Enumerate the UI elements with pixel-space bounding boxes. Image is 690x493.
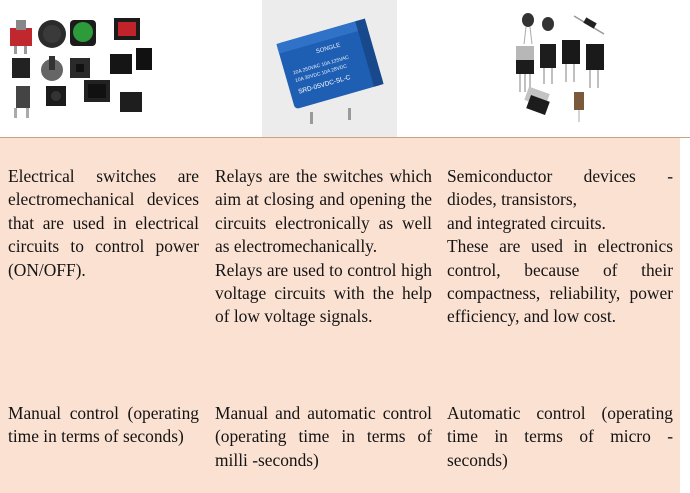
semiconductors-control: Automatic control (operating time in ter…: [447, 402, 673, 472]
semiconductors-description: Semiconductor devices - diodes, transist…: [447, 165, 673, 329]
switches-control: Manual control (operating time in terms …: [8, 402, 199, 449]
comparison-table: Electrical switches are electromechanica…: [0, 138, 680, 493]
semiconductors-description-text-3: These are used in electronics control, b…: [447, 236, 673, 327]
switches-description: Electrical switches are electromechanica…: [8, 165, 199, 282]
semiconductor-devices-photo: [508, 0, 614, 137]
relays-control: Manual and automatic control (operating …: [215, 402, 432, 472]
relay-photo: SONGLE 10A 250VAC 10A 125VAC 10A 30VDC 1…: [262, 0, 397, 137]
switches-control-text: Manual control (operating time in terms …: [8, 403, 199, 447]
switches-column: Electrical switches are electromechanica…: [8, 138, 199, 493]
relays-column: Relays are the switches which aim at clo…: [215, 138, 432, 493]
relays-description: Relays are the switches which aim at clo…: [215, 165, 432, 329]
relays-control-text: Manual and automatic control (operating …: [215, 403, 432, 470]
switches-description-text: Electrical switches are electromechanica…: [8, 166, 199, 280]
relays-description-text-2: Relays are used to control high voltage …: [215, 259, 432, 327]
semiconductors-description-text-2: and integrated circuits.: [447, 212, 606, 233]
semiconductors-control-text: Automatic control (operating time in ter…: [447, 403, 673, 470]
relays-description-text-1: Relays are the switches which aim at clo…: [215, 166, 432, 257]
electrical-switches-photo: [6, 0, 156, 137]
image-row: SONGLE 10A 250VAC 10A 125VAC 10A 30VDC 1…: [0, 0, 690, 138]
semiconductors-column: Semiconductor devices - diodes, transist…: [447, 138, 673, 493]
semiconductors-description-text-1: Semiconductor devices - diodes, transist…: [447, 166, 673, 210]
